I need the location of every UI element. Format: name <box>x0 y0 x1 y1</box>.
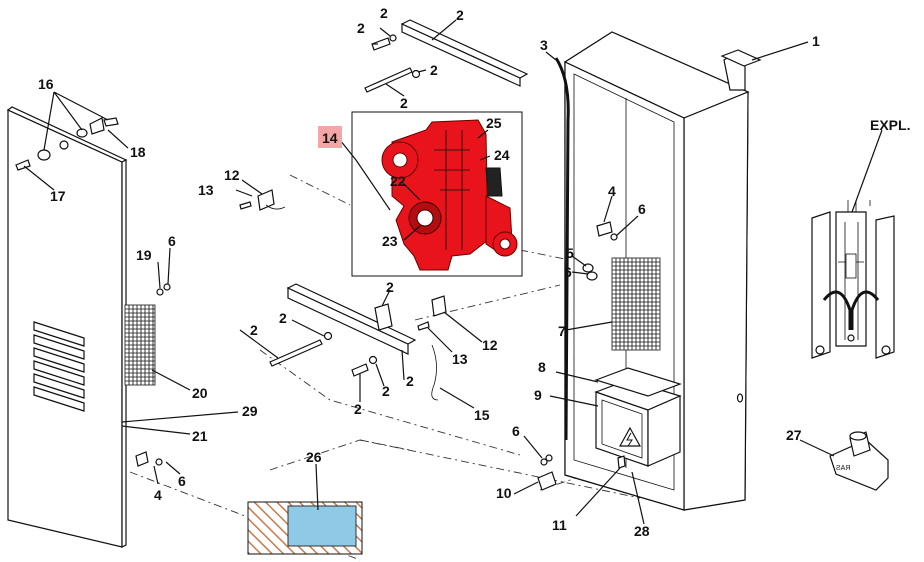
callout-2: 2 <box>456 7 464 23</box>
callout-21: 21 <box>192 428 208 444</box>
motor-inset <box>351 111 523 277</box>
svg-text:ƧAЯ: ƧAЯ <box>836 465 850 472</box>
callout-2: 2 <box>406 373 414 389</box>
callout-9: 9 <box>534 387 542 403</box>
callout-2: 2 <box>430 62 438 78</box>
callout-28: 28 <box>634 523 650 539</box>
callout-6: 6 <box>178 473 186 489</box>
callout-15: 15 <box>474 407 490 423</box>
callout-2: 2 <box>400 95 408 111</box>
callout-22: 22 <box>390 173 406 189</box>
callout-14-highlight <box>318 126 342 148</box>
explode-detail-view <box>811 200 895 359</box>
cable-clamp-parts <box>239 189 447 401</box>
callout-6: 6 <box>564 264 572 280</box>
door-panel <box>6 106 171 548</box>
callout-6: 6 <box>512 423 520 439</box>
callout-2: 2 <box>279 310 287 326</box>
callout-5: 5 <box>566 245 574 261</box>
callout-2: 2 <box>354 401 362 417</box>
expl-label: EXPL. <box>870 117 910 133</box>
callout-25: 25 <box>486 115 502 131</box>
top-rail-bracket <box>364 19 529 93</box>
callout-2: 2 <box>380 5 388 21</box>
callout-19: 19 <box>136 247 152 263</box>
callout-6: 6 <box>168 233 176 249</box>
callout-20: 20 <box>192 385 208 401</box>
door-louvres <box>33 321 85 412</box>
electrical-box <box>594 367 682 467</box>
callout-10: 10 <box>496 485 512 501</box>
callout-12: 12 <box>224 167 240 183</box>
part-27-block: ƧAЯ <box>829 431 889 491</box>
callout-3: 3 <box>540 37 548 53</box>
callout-8: 8 <box>538 359 546 375</box>
door-filter-mesh <box>124 304 156 386</box>
callout-2: 2 <box>382 383 390 399</box>
seal-kit <box>247 501 363 555</box>
callout-14: 14 <box>322 130 338 146</box>
callout-29: 29 <box>242 403 258 419</box>
callout-1: 1 <box>812 33 820 49</box>
high-voltage-warning-icon <box>618 426 642 447</box>
callout-4: 4 <box>154 487 162 503</box>
leader-lines <box>23 19 883 525</box>
callout-16: 16 <box>38 76 54 92</box>
callout-13: 13 <box>452 351 468 367</box>
callout-2: 2 <box>357 20 365 36</box>
callout-6: 6 <box>638 201 646 217</box>
callout-2: 2 <box>386 279 394 295</box>
door-lock-parts <box>15 117 171 467</box>
callout-23: 23 <box>382 233 398 249</box>
callout-24: 24 <box>494 147 510 163</box>
callout-26: 26 <box>306 449 322 465</box>
callout-labels: 1 2 2 2 2 2 2 2 2 2 2 2 3 4 4 5 6 6 6 6 … <box>38 5 910 539</box>
middle-rail-bracket <box>269 283 417 377</box>
callout-17: 17 <box>50 188 66 204</box>
callout-13: 13 <box>198 182 214 198</box>
callout-27: 27 <box>786 427 802 443</box>
callout-12: 12 <box>482 337 498 353</box>
callout-18: 18 <box>130 144 146 160</box>
motor-gearbox-highlighted <box>381 119 518 271</box>
callout-2: 2 <box>250 322 258 338</box>
callout-11: 11 <box>552 517 567 533</box>
callout-4: 4 <box>608 183 616 199</box>
bottom-fixing-parts <box>537 454 626 491</box>
callout-7: 7 <box>558 323 566 339</box>
